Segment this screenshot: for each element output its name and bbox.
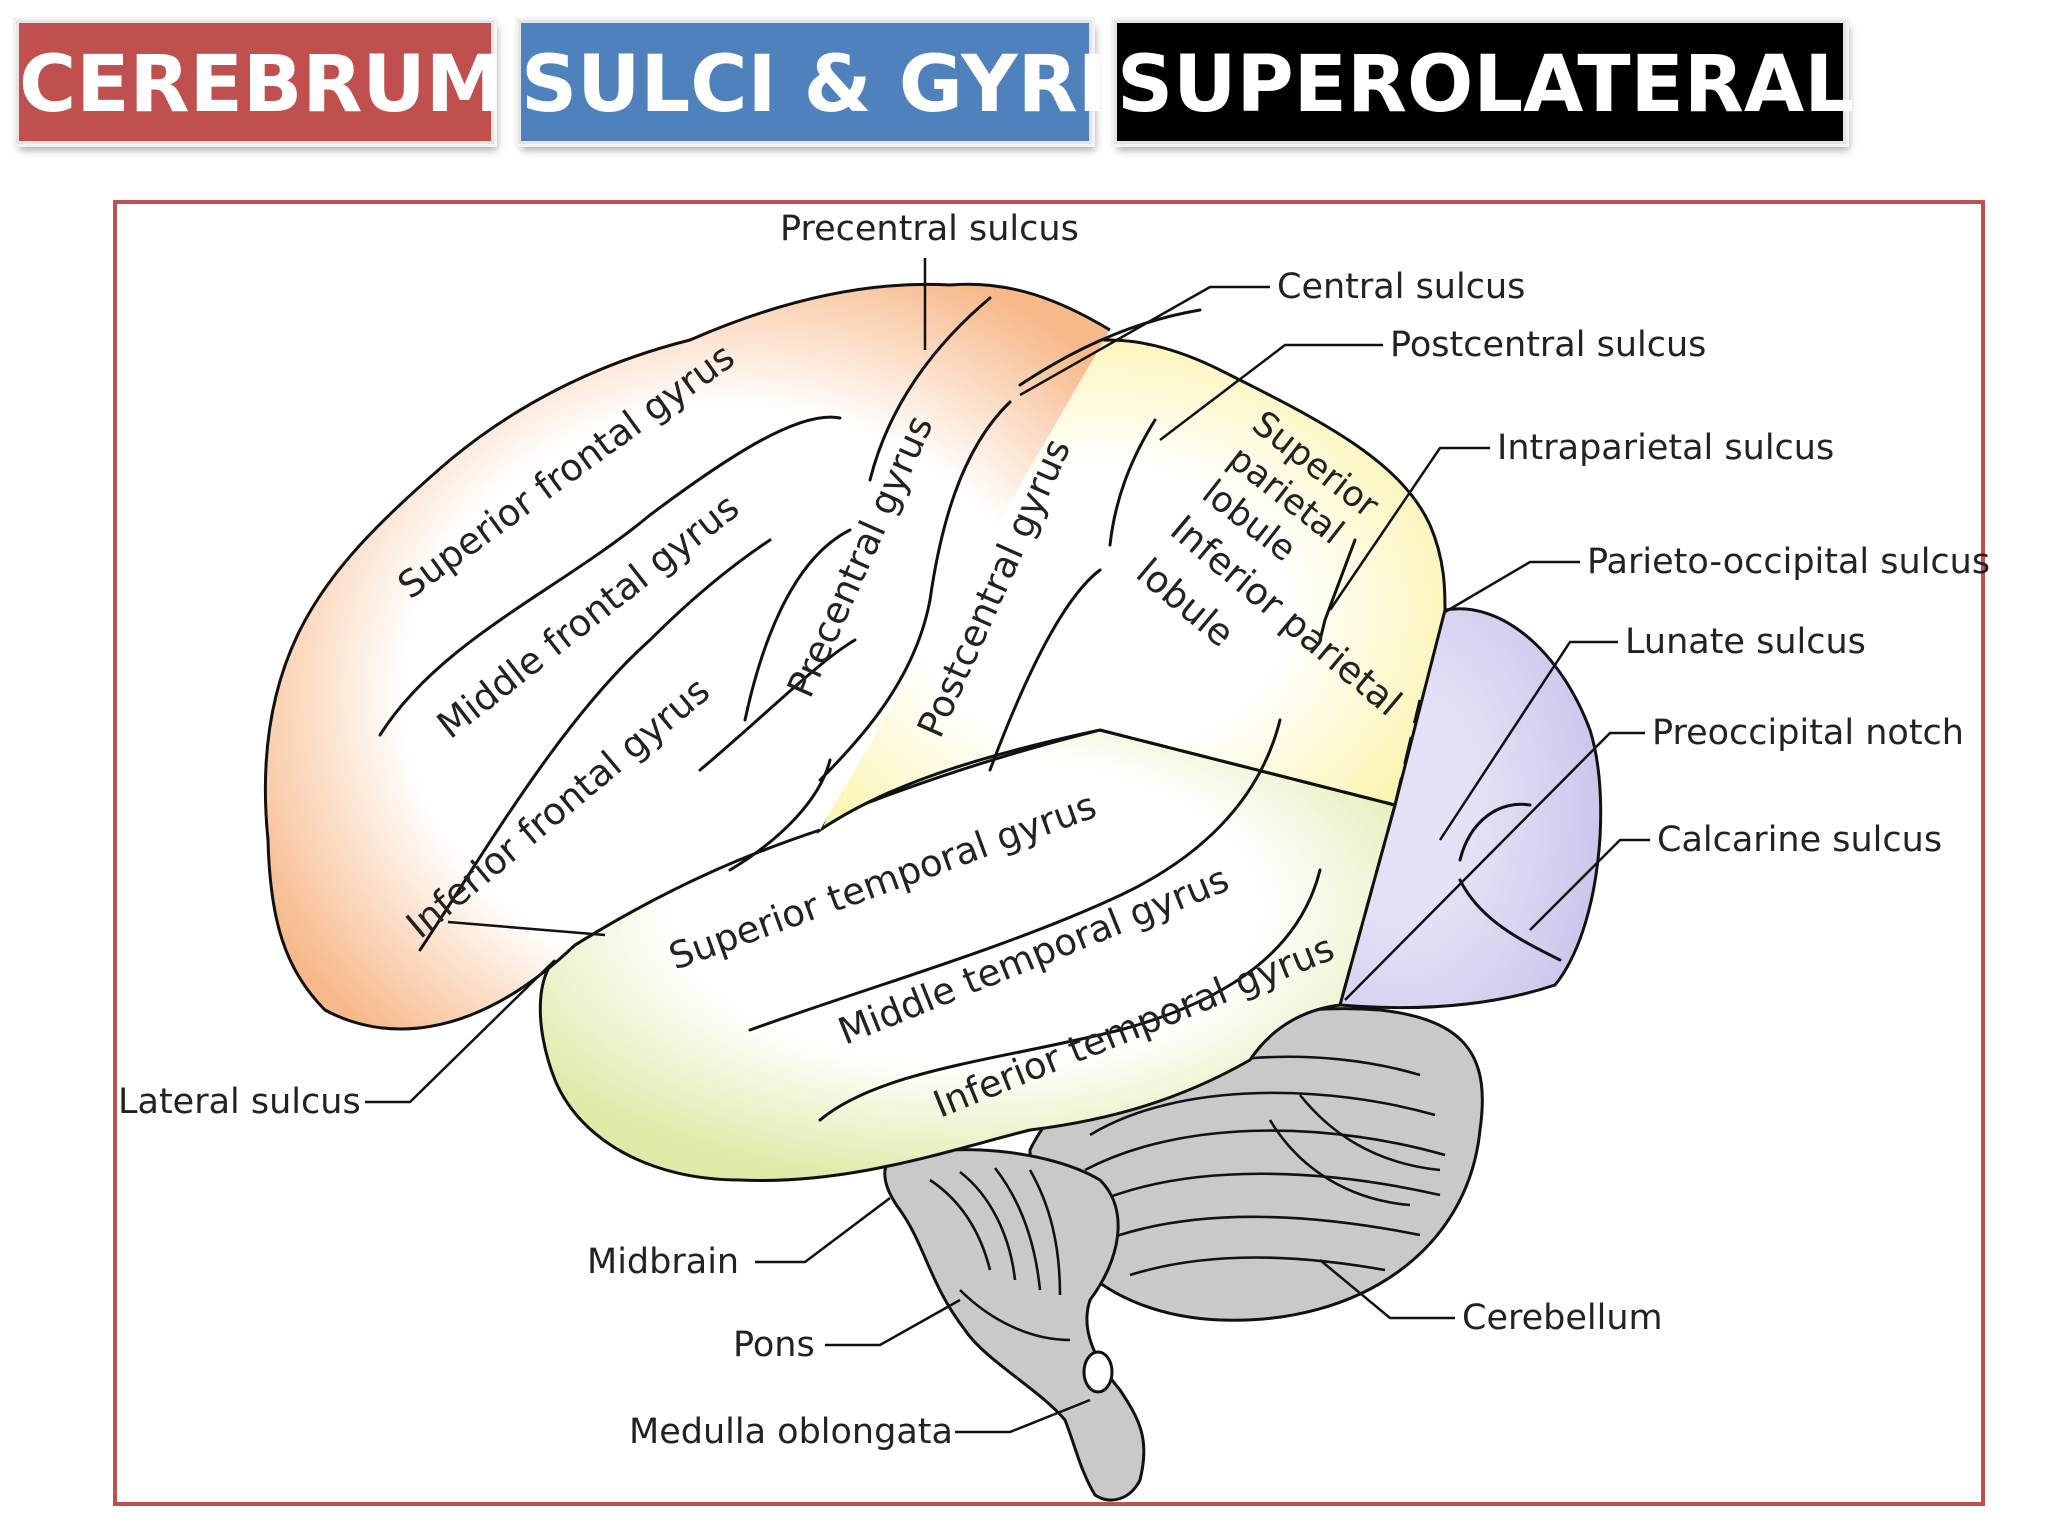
- diagram-frame: [113, 200, 1985, 1506]
- callout-leader-lines: [365, 258, 1650, 1434]
- frontal-lobe-shape: [263, 282, 1111, 1031]
- brainstem-shape: [883, 1148, 1146, 1502]
- label-lunate-sulcus: Lunate sulcus: [1625, 622, 1866, 662]
- cerebrum-title-tag: CEREBRUM: [16, 20, 503, 144]
- label-cerebellum: Cerebellum: [1462, 1298, 1663, 1338]
- sulci-lines: [378, 296, 1562, 1122]
- label-lateral-sulcus: Lateral sulcus: [118, 1082, 361, 1122]
- sulci-gyri-title-tag: SULCI & GYRI:: [518, 20, 1138, 144]
- label-intraparietal-sulcus: Intraparietal sulcus: [1497, 428, 1834, 468]
- occipital-lobe-shape: [1338, 607, 1603, 1010]
- label-medulla-oblongata: Medulla oblongata: [629, 1412, 953, 1452]
- label-postcentral-sulcus: Postcentral sulcus: [1390, 325, 1706, 365]
- superolateral-title-tag: SUPEROLATERAL :: [1114, 20, 1912, 144]
- label-central-sulcus: Central sulcus: [1277, 267, 1525, 307]
- label-preoccipital-notch: Preoccipital notch: [1652, 713, 1964, 753]
- label-midbrain: Midbrain: [587, 1242, 739, 1282]
- label-parieto-occipital-sulcus: Parieto-occipital sulcus: [1587, 542, 1990, 582]
- label-pons: Pons: [733, 1325, 815, 1365]
- label-precentral-sulcus: Precentral sulcus: [780, 209, 1079, 249]
- label-calcarine-sulcus: Calcarine sulcus: [1657, 820, 1942, 860]
